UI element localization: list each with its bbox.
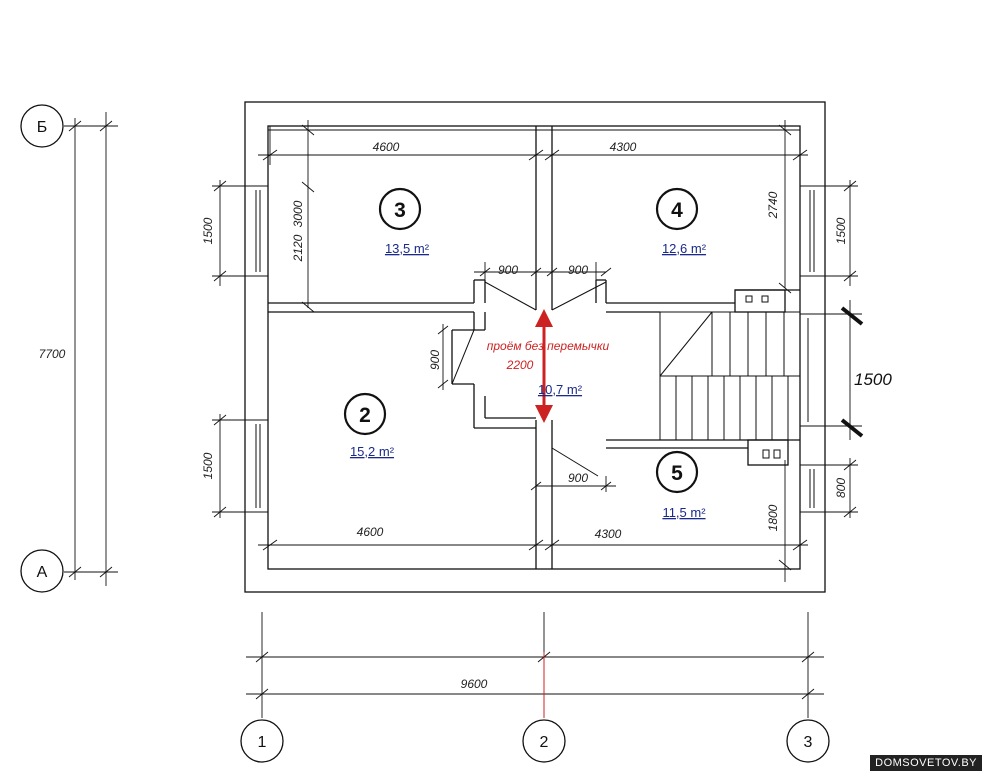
opening-annotation-line2: 2200 [506, 358, 534, 372]
window-room2 [244, 419, 269, 513]
room-4-bubble [655, 187, 699, 231]
dim-total-depth: 7700 [39, 347, 66, 361]
room-2-area: 15,2 m² [350, 444, 395, 459]
opening-annotation-line1: проём без перемычки [487, 339, 610, 353]
walls [244, 101, 826, 593]
axis-bubbles [20, 104, 830, 763]
axis-col-2-bubble [522, 719, 566, 763]
stair-window-ticks [840, 306, 864, 438]
dim-door-bottom: 900 [568, 471, 588, 485]
window-room3 [244, 185, 269, 277]
dim-win-left-top: 1500 [201, 217, 215, 244]
axis-row-a-bubble [20, 549, 64, 593]
dim-stair-window: 1500 [854, 370, 892, 389]
watermark: DOMSOVETOV.BY [870, 755, 982, 771]
window-room5 [799, 464, 826, 513]
dim-room4-depth: 2740 [766, 191, 780, 219]
door-swings [451, 281, 607, 477]
room-bubbles [343, 187, 699, 494]
axis-col-1-label: 1 [258, 734, 267, 751]
windows [244, 185, 826, 513]
hall-area: 10,7 m² [538, 382, 583, 397]
dim-bottom-left: 4600 [357, 525, 384, 539]
dim-bottom-right: 4300 [595, 527, 622, 541]
axis-row-b-bubble [20, 104, 64, 148]
axis-col-1-bubble [240, 719, 284, 763]
dim-top-right: 4300 [610, 140, 637, 154]
dim-win-left-bottom: 1500 [201, 452, 215, 479]
room-3-area: 13,5 m² [385, 241, 430, 256]
room-2-bubble [343, 392, 387, 436]
dim-top-left: 4600 [373, 140, 400, 154]
room-4-number: 4 [671, 199, 683, 222]
dim-win-right-bottom: 800 [834, 478, 848, 498]
window-stair [799, 313, 826, 427]
room-2-number: 2 [359, 404, 371, 427]
room-5-bubble [655, 450, 699, 494]
dim-total-width: 9600 [461, 677, 488, 691]
room-3-number: 3 [394, 199, 406, 222]
dim-door-right: 900 [568, 263, 588, 277]
staircase [659, 295, 800, 459]
dim-room3-depth-a: 2120 [291, 234, 305, 262]
dim-door-left: 900 [498, 263, 518, 277]
room-5-number: 5 [671, 462, 683, 485]
window-room4 [799, 185, 826, 277]
axis-row-a-label: А [37, 564, 48, 581]
axis-row-b-label: Б [37, 119, 48, 136]
dim-win-right-top: 1500 [834, 217, 848, 244]
room-5-area: 11,5 m² [662, 505, 706, 520]
dim-room3-depth-b: 3000 [291, 200, 305, 227]
dim-hall-opening: 900 [428, 350, 442, 370]
room-3-bubble [378, 187, 422, 231]
axis-col-3-label: 3 [804, 734, 813, 751]
dimension-lines [64, 112, 862, 718]
dim-room5-depth: 1800 [766, 504, 780, 531]
axis-col-2-label: 2 [540, 734, 549, 751]
axis-col-3-bubble [786, 719, 830, 763]
room-4-area: 12,6 m² [662, 241, 707, 256]
